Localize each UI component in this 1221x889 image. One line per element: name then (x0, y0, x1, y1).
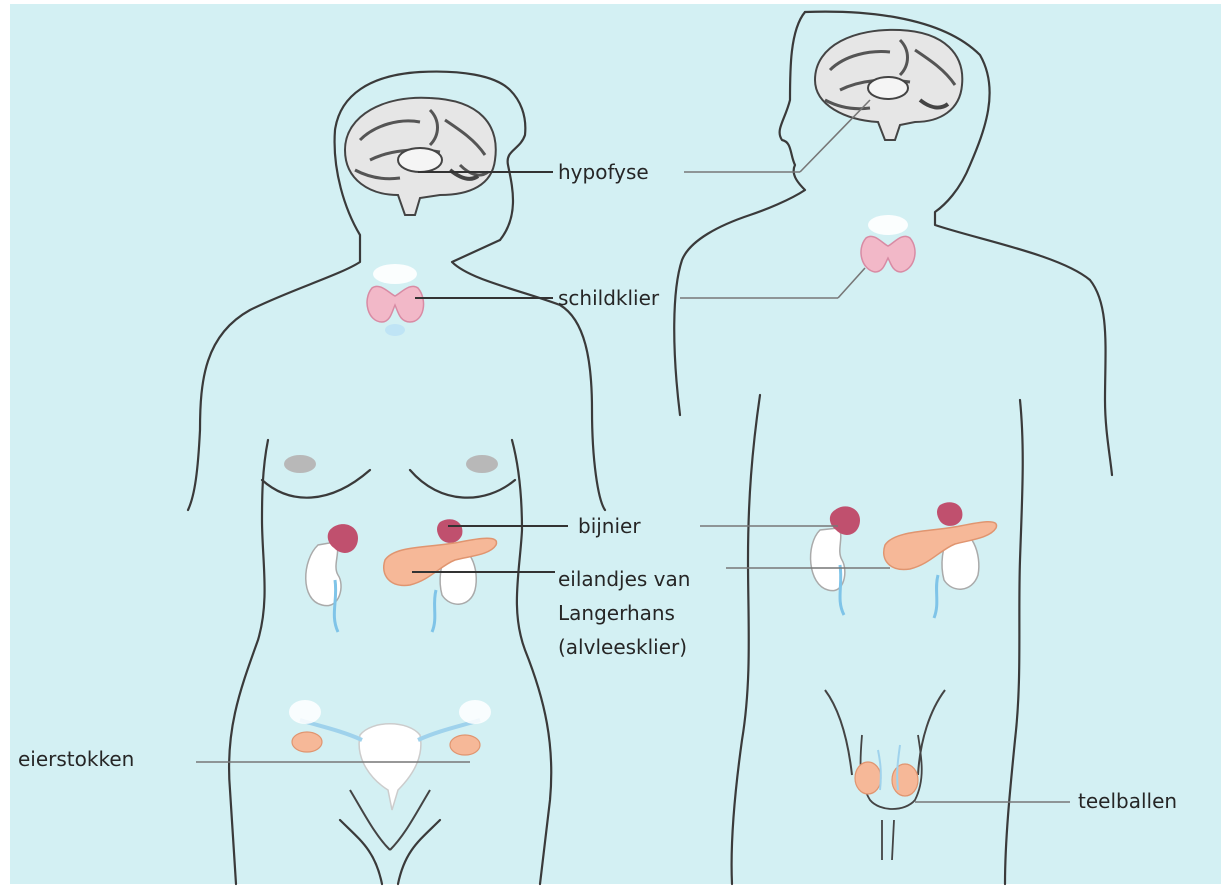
female-adrenal-right (437, 519, 462, 543)
male-figure (674, 12, 1112, 884)
female-nipple-left (284, 455, 316, 473)
female-brain (345, 98, 496, 215)
male-torso-right (1005, 400, 1023, 884)
female-nipple-right (466, 455, 498, 473)
male-torso-left (732, 395, 760, 884)
female-leg-left (340, 820, 382, 884)
female-torso-right (512, 440, 551, 884)
female-breast-right (410, 470, 515, 498)
male-brain (815, 30, 962, 140)
female-thyroid (367, 264, 424, 336)
male-reproductive-organs (825, 690, 945, 860)
leader-schildklier-male-b (838, 268, 865, 298)
label-teelballen: teelballen (1078, 789, 1177, 813)
label-bijnier: bijnier (578, 514, 641, 538)
label-hypofyse: hypofyse (558, 160, 649, 184)
label-eilandjes-line3: (alvleesklier) (558, 635, 687, 659)
female-reproductive-organs (289, 700, 491, 850)
female-torso-left (229, 440, 268, 884)
male-face-outline (674, 12, 805, 415)
leader-lines (196, 100, 1070, 802)
male-adrenal-right (937, 502, 962, 526)
label-eilandjes-line2: Langerhans (558, 601, 675, 625)
label-eierstokken: eierstokken (18, 747, 134, 771)
label-eilandjes-line1: eilandjes van (558, 567, 690, 591)
label-schildklier: schildklier (558, 286, 660, 310)
female-breast-left (262, 470, 370, 498)
male-thyroid (861, 215, 915, 272)
female-leg-right (398, 820, 440, 884)
